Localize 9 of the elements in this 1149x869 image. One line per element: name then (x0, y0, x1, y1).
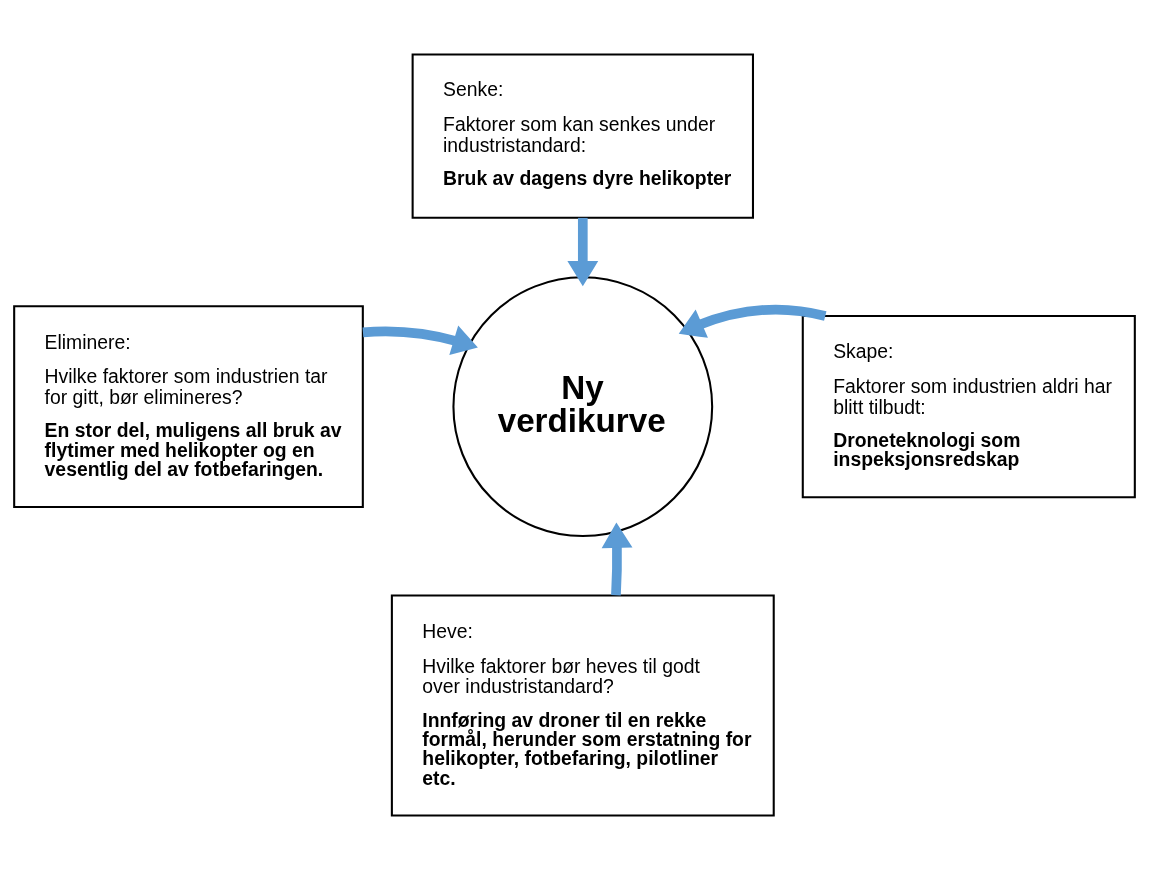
arrow (567, 217, 599, 286)
node-box: Heve: Hvilke faktorer bør heves til godt over industristandard? Innføring av droner til en rekke formål, herunder som erstatning for helikopter, fotbefaring, pilotliner etc. (390, 593, 775, 816)
arrow (601, 522, 633, 596)
node-circle: Ny verdikurve (452, 275, 714, 537)
arrow (678, 304, 827, 338)
node-box: Eliminere: Hvilke faktorer som industrien tar for gitt, bør elimineres? En stor del, muligens all bruk av flytimer med helikopter og en vesentlig del av fotbefaringen. (13, 304, 364, 508)
node-box: Senke: Faktorer som kan senkes under industristandard: Bruk av dagens dyre helikopter (411, 53, 754, 219)
node-box: Skape: Faktorer som industrien aldri har blitt tilbudt: Droneteknologi som inspeksjonsredskap (801, 314, 1136, 498)
arrow (362, 325, 478, 355)
